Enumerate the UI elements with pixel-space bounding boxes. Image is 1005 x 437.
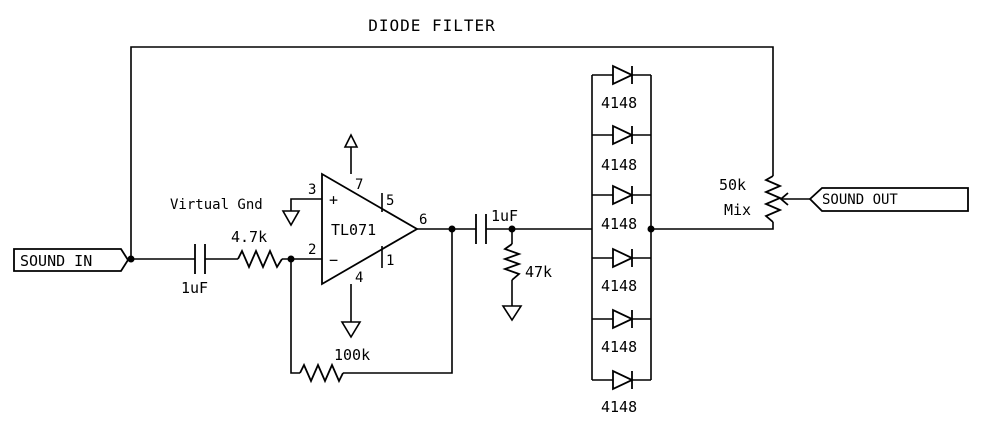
opamp-plus-sign: + bbox=[329, 191, 338, 209]
junction-dots bbox=[127, 225, 655, 263]
virtual-ground: Virtual Gnd bbox=[170, 197, 301, 227]
diode: 4148 bbox=[592, 369, 651, 416]
sound-out-port: SOUND OUT bbox=[808, 187, 969, 212]
shunt-ground-icon bbox=[501, 305, 523, 322]
input-capacitor-value: 1uF bbox=[181, 279, 208, 297]
virtual-ground-icon bbox=[281, 210, 301, 227]
mix-potentiometer: 50k Mix bbox=[719, 175, 789, 223]
diode-label: 4148 bbox=[601, 338, 637, 356]
input-capacitor: 1uF bbox=[181, 244, 208, 297]
diode: 4148 bbox=[592, 308, 651, 356]
positive-supply-icon bbox=[343, 133, 359, 148]
feedback-resistor: 100k bbox=[299, 346, 370, 384]
ground-icon bbox=[340, 321, 362, 339]
output-capacitor: 1uF bbox=[475, 207, 518, 244]
diode-label: 4148 bbox=[601, 398, 637, 416]
pin-1: 1 bbox=[386, 253, 394, 269]
feedback-resistor-value: 100k bbox=[334, 346, 370, 364]
pin-2: 2 bbox=[308, 242, 316, 258]
virtual-ground-label: Virtual Gnd bbox=[170, 197, 263, 213]
opamp-minus-sign: − bbox=[329, 251, 338, 269]
pin-6: 6 bbox=[419, 212, 427, 228]
shunt-resistor-value: 47k bbox=[525, 263, 552, 281]
shunt-resistor: 47k bbox=[502, 243, 552, 281]
input-resistor: 4.7k bbox=[231, 228, 283, 270]
pin-3: 3 bbox=[308, 182, 316, 198]
wires bbox=[128, 46, 810, 380]
schematic-title: DIODE FILTER bbox=[368, 16, 496, 35]
sound-in-port: SOUND IN bbox=[13, 248, 130, 272]
diode: 4148 bbox=[592, 184, 651, 233]
opamp-part-name: TL071 bbox=[331, 221, 376, 239]
pin-5: 5 bbox=[386, 193, 394, 209]
pin-4: 4 bbox=[355, 270, 363, 286]
pot-value: 50k bbox=[719, 176, 746, 194]
diode: 4148 bbox=[592, 247, 651, 295]
output-capacitor-value: 1uF bbox=[491, 207, 518, 225]
diode-label: 4148 bbox=[601, 215, 637, 233]
diode-bank: 4148 4148 4148 4148 4148 bbox=[592, 64, 651, 416]
pin-7: 7 bbox=[355, 177, 363, 193]
diode-label: 4148 bbox=[601, 277, 637, 295]
diode-label: 4148 bbox=[601, 94, 637, 112]
opamp-tl071: + − TL071 3 2 6 7 4 5 1 bbox=[308, 172, 427, 286]
pot-label: Mix bbox=[724, 201, 751, 219]
diode-label: 4148 bbox=[601, 156, 637, 174]
sound-out-label: SOUND OUT bbox=[822, 192, 898, 208]
diode: 4148 bbox=[592, 124, 651, 174]
input-resistor-value: 4.7k bbox=[231, 228, 267, 246]
diode: 4148 bbox=[592, 64, 651, 112]
sound-in-label: SOUND IN bbox=[20, 252, 92, 270]
